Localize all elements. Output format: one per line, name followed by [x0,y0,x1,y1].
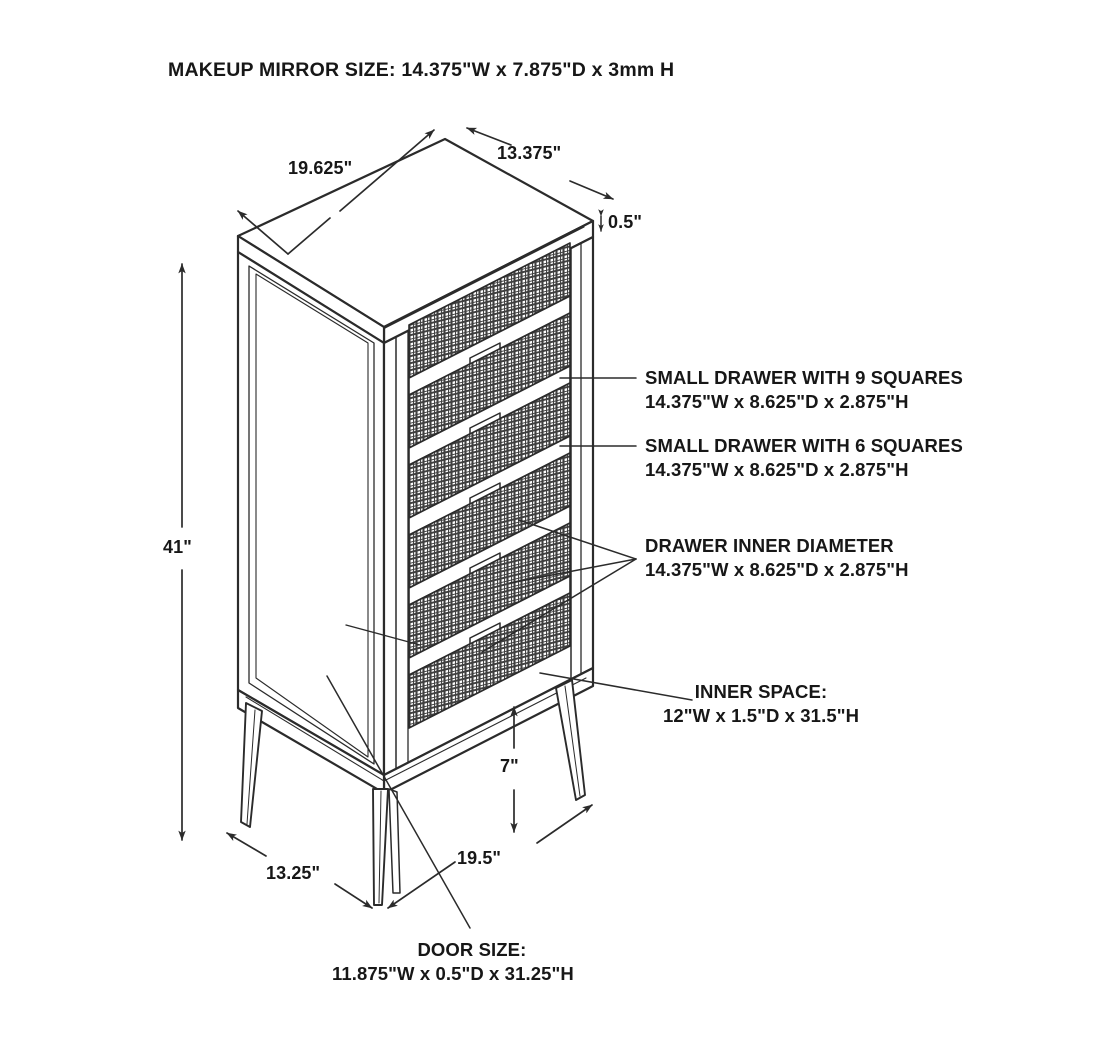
cabinet-legs [240,679,586,906]
callout-drawer-6-squares-line2: 14.375"W x 8.625"D x 2.875"H [645,459,909,481]
callout-drawer-inner-diameter-line1: DRAWER INNER DIAMETER [645,535,894,556]
dimension-base-width: 19.5" [457,848,502,868]
callout-drawer-9-squares-line1: SMALL DRAWER WITH 9 SQUARES [645,367,963,388]
callout-door-size-line1: DOOR SIZE: [417,939,527,960]
callout-drawer-9-squares: SMALL DRAWER WITH 9 SQUARES 14.375"W x 8… [645,366,963,414]
leg-right [555,679,586,801]
leader-door-size [326,675,471,929]
leader-drawer-inner-diameter [481,519,637,653]
page-title: MAKEUP MIRROR SIZE: 14.375"W x 7.875"D x… [168,59,675,81]
dim-line-top-width [237,129,435,255]
dim-line-top-depth [466,127,614,200]
leg-left [240,702,263,828]
callout-inner-space-line2: 12"W x 1.5"D x 31.5"H [663,705,860,727]
callout-inner-space-line1: INNER SPACE: [694,681,828,702]
cabinet-top-panel [236,137,595,345]
callout-drawer-6-squares-line1: SMALL DRAWER WITH 6 SQUARES [645,435,963,456]
dimension-top-width: 19.625" [288,158,353,178]
leader-inner-space [539,672,693,701]
callout-door-size: DOOR SIZE: 11.875"W x 0.5"D x 31.25"H [332,938,574,986]
drawer-front-6-partial [408,592,571,729]
leg-front [372,788,389,906]
callout-drawer-inner-diameter-line2: 14.375"W x 8.625"D x 2.875"H [645,559,909,581]
callout-inner-space: INNER SPACE: 12"W x 1.5"D x 31.5"H [663,680,859,728]
callout-drawer-9-squares-line2: 14.375"W x 8.625"D x 2.875"H [645,391,909,413]
drawer-fronts [408,242,571,729]
dimension-top-thickness: 0.5" [608,212,642,232]
callout-drawer-inner-diameter: DRAWER INNER DIAMETER 14.375"W x 8.625"D… [645,534,909,582]
dimension-total-height: 41" [163,537,192,557]
dim-line-base-depth [226,832,373,909]
cabinet-bottom-rail [236,666,595,795]
dim-line-base-width [387,804,593,909]
leader-left-panel [345,624,421,646]
callout-drawer-6-squares: SMALL DRAWER WITH 6 SQUARES 14.375"W x 8… [645,434,963,482]
dimension-base-depth: 13.25" [266,863,321,883]
callout-door-size-line2: 11.875"W x 0.5"D x 31.25"H [332,963,574,985]
leg-rear [388,788,401,894]
dimension-leg-height: 7" [500,756,519,776]
dimension-top-depth: 13.375" [497,143,562,163]
cabinet-left-side-panel [236,250,386,777]
